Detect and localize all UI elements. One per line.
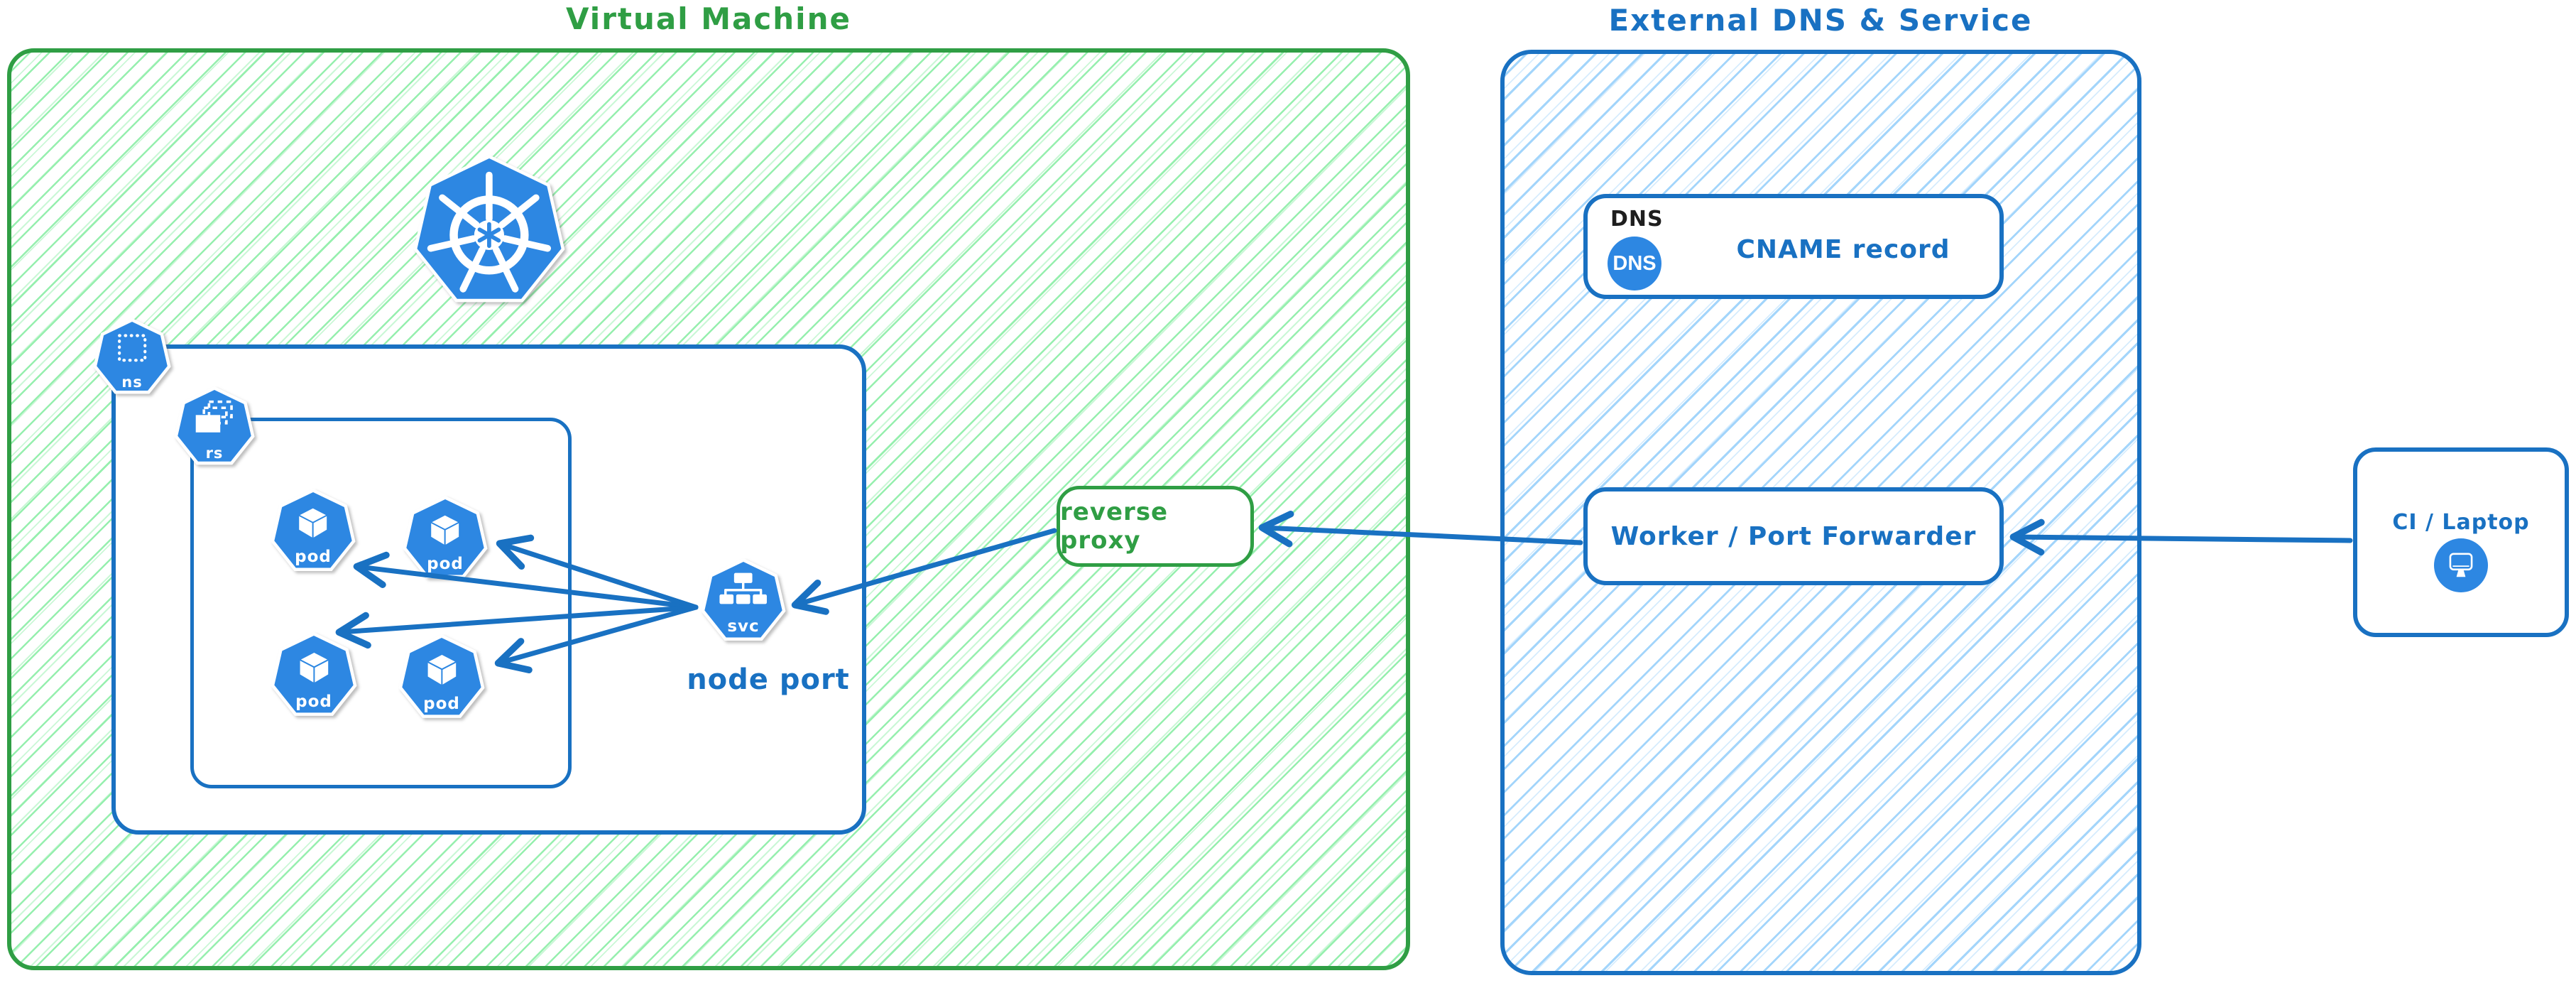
kubernetes-logo-icon [412, 155, 567, 310]
pod-cube-glyph [298, 651, 329, 685]
cname-record-label: CNAME record [1736, 235, 1950, 264]
kubernetes-wheel-glyph [427, 171, 552, 293]
namespace-icon: ns [92, 318, 172, 398]
dns-icon-text: DNS [1612, 251, 1657, 275]
worker-box: Worker / Port Forwarder [1583, 487, 2004, 585]
reverse-proxy-box: reverse proxy [1057, 486, 1254, 567]
pod-cube-glyph [426, 653, 457, 687]
dns-card-heading: DNS [1610, 207, 1664, 232]
pod-icon: pod [402, 496, 489, 582]
pod-icon-label: pod [423, 695, 460, 713]
laptop-icon [2434, 538, 2488, 592]
namespace-dashed-square-glyph [117, 334, 147, 362]
service-icon-label: svc [727, 617, 760, 636]
pod-cube-glyph [430, 514, 461, 547]
client-box: CI / Laptop [2353, 447, 2569, 637]
vm-zone-title: Virtual Machine [566, 1, 851, 36]
dns-card: DNS DNS CNAME record [1583, 194, 2004, 299]
monitor-glyph [2449, 553, 2473, 577]
replicaset-icon-label: rs [205, 445, 224, 462]
pod-icon: pod [398, 634, 486, 722]
node-port-caption: node port [687, 663, 850, 696]
pod-icon-label: pod [427, 555, 464, 573]
pod-icon: pod [270, 489, 356, 575]
replicaset-icon: rs [173, 386, 256, 469]
external-zone-title: External DNS & Service [1608, 3, 2033, 38]
pod-icon: pod [270, 632, 358, 720]
pod-icon-label: pod [295, 548, 332, 566]
service-tree-glyph [719, 572, 768, 604]
client-label: CI / Laptop [2392, 510, 2530, 535]
replicaset-box [190, 418, 572, 788]
reverse-proxy-label: reverse proxy [1060, 498, 1169, 555]
pod-icon-label: pod [295, 693, 332, 711]
dns-icon: DNS [1608, 237, 1661, 290]
worker-label: Worker / Port Forwarder [1610, 521, 1977, 551]
service-icon: svc [700, 558, 787, 645]
pod-cube-glyph [298, 507, 329, 540]
namespace-icon-label: ns [121, 374, 143, 391]
replicaset-stacked-rects-glyph [196, 400, 234, 433]
